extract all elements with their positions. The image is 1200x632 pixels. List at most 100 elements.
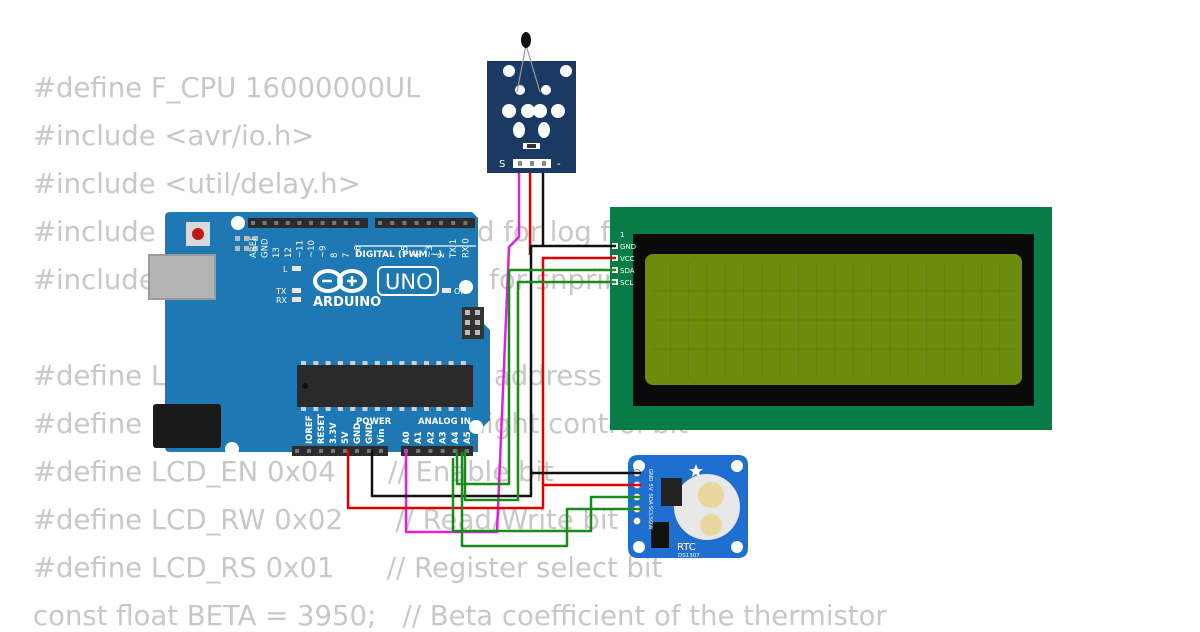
digital-pin-label: 12 (284, 247, 294, 258)
digital-pin-label: ~3 (425, 245, 435, 258)
wire-green-lcd-scl (463, 280, 616, 502)
code-line: const float BETA = 3950; // Beta coeffic… (33, 600, 887, 632)
arduino-logo-text: ARDUINO (313, 295, 381, 310)
header-pin (331, 449, 335, 453)
header-pin (367, 449, 371, 453)
header-pin (355, 221, 360, 225)
rtc-pin-label: SQW (647, 516, 653, 530)
rtc-pin-label: GND (647, 469, 653, 482)
header-pin (309, 221, 313, 225)
code-line: #include <util/delay.h> (33, 168, 361, 200)
on-label: ON (454, 287, 466, 296)
digital-pin-label: RX 0 (461, 238, 471, 258)
analog-pin-label: A0 (402, 431, 412, 444)
digital-pin-label: ~10 (307, 240, 317, 258)
power-pin-label: GND (365, 423, 375, 444)
digital-pin-label: 13 (272, 247, 282, 258)
header-pin (439, 221, 443, 225)
power-pin-label: 3.3V (329, 422, 339, 444)
header-pin (307, 449, 311, 453)
header-pin (378, 221, 382, 225)
header-pin (465, 449, 469, 453)
header-pin (451, 221, 456, 225)
power-pin-label: Vin (377, 429, 387, 444)
header-pin (390, 221, 395, 225)
led-label-tx: TX (275, 287, 287, 296)
thermistor-module: S - (487, 32, 576, 173)
mounting-hole (459, 280, 473, 294)
digital-pin-label: ~5 (400, 245, 410, 258)
analog-header-label: ANALOG IN (418, 417, 471, 427)
header-pin (355, 449, 359, 453)
crystal (651, 522, 669, 548)
rtc-pin-label: 5V (647, 483, 653, 490)
power-pin-label: IOREF (305, 415, 315, 444)
lcd-pin-label: VCC (620, 255, 635, 263)
header-pin (416, 449, 421, 453)
uno-badge (377, 266, 439, 296)
ds1307-chip (661, 478, 682, 506)
header-pin (332, 221, 337, 225)
lcd-pin-label: SCL (620, 279, 633, 287)
power-pin-label: 5V (341, 431, 351, 444)
digital-pin-label: GND (261, 238, 271, 258)
mounting-hole (469, 420, 483, 434)
header-pin (440, 449, 445, 453)
analog-pin-label: A3 (439, 431, 449, 444)
digital-pin-label: TX 1 (449, 239, 459, 259)
header-pin (251, 221, 255, 225)
thermistor-pin-s: S (499, 159, 505, 170)
code-line: #include <avr/io.h> (33, 120, 315, 152)
led-label-rx: RX (276, 296, 288, 305)
header-pin (319, 449, 323, 453)
header-pin (463, 221, 468, 225)
rtc-pin-label: SCL (647, 506, 653, 517)
header-pin (414, 221, 419, 225)
header-pin (343, 221, 348, 225)
header-pin (262, 221, 267, 225)
digital-pin-label: ~11 (295, 240, 305, 258)
led-label-l: L (283, 265, 288, 274)
arduino-logo-icon (313, 269, 367, 293)
power-header (292, 446, 388, 456)
digital-pin-label: 7 (342, 253, 352, 258)
digital-pin-label: ~9 (319, 245, 329, 258)
thermistor-bead-icon (521, 32, 531, 48)
header-pin (343, 449, 347, 453)
analog-pin-label: A1 (414, 431, 424, 444)
wire-green-rtc-scl-b (460, 452, 641, 548)
uno-badge-text: UNO (385, 270, 433, 294)
analog-pin-label: A4 (451, 431, 461, 444)
code-line: #define F_CPU 16000000UL (33, 72, 421, 104)
thermistor-pin-minus: - (557, 159, 561, 170)
digital-header-label: DIGITAL (PWM ~) (355, 250, 442, 260)
header-pin (402, 221, 407, 225)
wires (346, 173, 641, 548)
header-pin (452, 449, 457, 453)
code-line: #define LCD_RW 0x02 // Read/Write bit (33, 504, 619, 536)
header-pin (320, 221, 325, 225)
header-pin (297, 221, 302, 225)
analog-pin-label: A5 (463, 431, 473, 444)
power-pin-label: GND (353, 423, 363, 444)
status-leds (292, 266, 451, 302)
digital-header-right (375, 218, 475, 228)
adafruit-star-icon (689, 464, 703, 477)
digital-pin-label: 4 (413, 253, 423, 258)
code-line: #define LCD_EN 0x04 // Enable bit (33, 456, 554, 488)
header-pin (428, 449, 433, 453)
lcd-pin-label: 1 (620, 231, 624, 239)
rtc-label: RTC (677, 542, 696, 553)
wire-black-lcd-gnd (370, 244, 616, 498)
rtc-chip-label: DS1307 (678, 553, 700, 559)
power-pin-label: RESET (317, 414, 327, 444)
header-pin (379, 449, 383, 453)
wire-red-lcd-vcc (346, 256, 616, 510)
lcd-pin-label: SDA (620, 267, 635, 275)
digital-header-left (248, 218, 368, 228)
rtc-pin-label: SDA (647, 493, 653, 505)
